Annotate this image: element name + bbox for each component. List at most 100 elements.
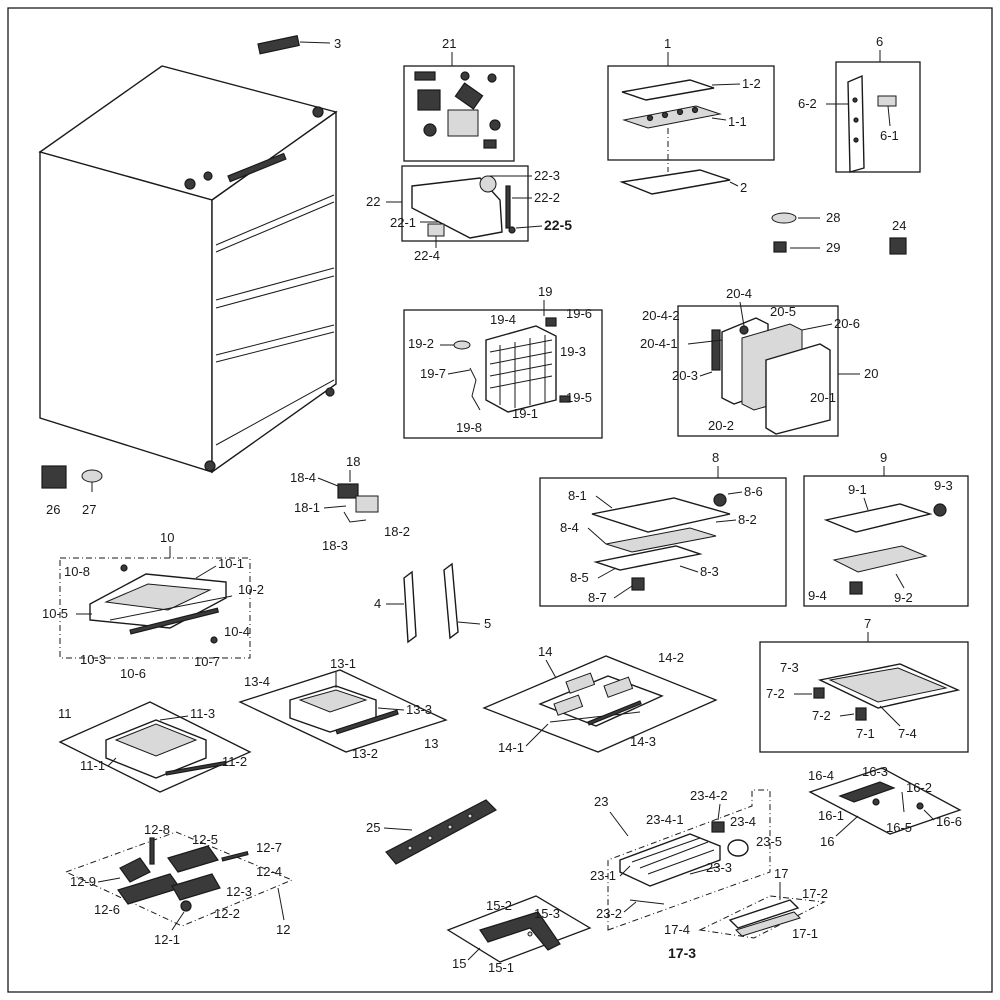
part-1-drawing [619, 79, 731, 195]
part-16-drawing [838, 781, 924, 813]
label-20-6: 20-6 [834, 316, 860, 331]
part-18-drawing [337, 483, 379, 523]
label-23-4-1: 23-4-1 [646, 812, 684, 827]
label-5: 5 [484, 616, 491, 631]
label-8-6: 8-6 [744, 484, 763, 499]
label-23-4-2: 23-4-2 [690, 788, 728, 803]
part-29-drawing [773, 241, 787, 253]
label-14-1: 14-1 [498, 740, 524, 755]
label-15-3: 15-3 [534, 906, 560, 921]
label-12-1: 12-1 [154, 932, 180, 947]
label-12-2: 12-2 [214, 906, 240, 921]
label-15: 15 [452, 956, 466, 971]
label-15-1: 15-1 [488, 960, 514, 975]
label-29: 29 [826, 240, 840, 255]
part-8-drawing [591, 493, 731, 591]
label-10-4: 10-4 [224, 624, 250, 639]
label-22-5: 22-5 [544, 217, 572, 233]
box-17 [698, 895, 826, 939]
part-6-drawing [847, 74, 897, 173]
label-7-2b: 7-2 [812, 708, 831, 723]
label-22-2: 22-2 [534, 190, 560, 205]
label-9-3: 9-3 [934, 478, 953, 493]
box-1 [607, 65, 775, 161]
label-14-3: 14-3 [630, 734, 656, 749]
label-19-8: 19-8 [456, 420, 482, 435]
part-4-drawing [403, 570, 417, 644]
label-6: 6 [876, 34, 883, 49]
label-20-4: 20-4 [726, 286, 752, 301]
label-22-3: 22-3 [534, 168, 560, 183]
part-23-drawing [619, 821, 749, 905]
label-23-2: 23-2 [596, 906, 622, 921]
label-23-1: 23-1 [590, 868, 616, 883]
label-23-4: 23-4 [730, 814, 756, 829]
label-7-3: 7-3 [780, 660, 799, 675]
label-8-1: 8-1 [568, 488, 587, 503]
label-20-5: 20-5 [770, 304, 796, 319]
label-13-3: 13-3 [406, 702, 432, 717]
label-20-1: 20-1 [810, 390, 836, 405]
part-14-drawing [538, 672, 664, 727]
label-8-7: 8-7 [588, 590, 607, 605]
label-27: 27 [82, 502, 96, 517]
label-10-2: 10-2 [238, 582, 264, 597]
label-12: 12 [276, 922, 290, 937]
label-11-3: 11-3 [190, 706, 215, 721]
label-18-1: 18-1 [294, 500, 320, 515]
label-8-4: 8-4 [560, 520, 579, 535]
label-19-2: 19-2 [408, 336, 434, 351]
box-12 [64, 831, 294, 927]
label-13: 13 [424, 736, 438, 751]
label-7-4: 7-4 [898, 726, 917, 741]
label-8-5: 8-5 [570, 570, 589, 585]
label-14: 14 [538, 644, 552, 659]
part-19-drawing [453, 317, 571, 413]
cabinet-drawing [38, 65, 338, 474]
label-1-1: 1-1 [728, 114, 747, 129]
label-13-4: 13-4 [244, 674, 270, 689]
label-18-3: 18-3 [322, 538, 348, 553]
part-22-drawing [411, 175, 516, 239]
label-10: 10 [160, 530, 174, 545]
part-25-drawing [385, 799, 497, 865]
label-23-5: 23-5 [756, 834, 782, 849]
label-19-4: 19-4 [490, 312, 516, 327]
diagram-frame [7, 7, 993, 993]
label-19-5: 19-5 [566, 390, 592, 405]
label-1-2: 1-2 [742, 76, 761, 91]
label-20-3: 20-3 [672, 368, 698, 383]
label-11-1: 11-1 [80, 758, 105, 773]
part-21-drawing [414, 71, 501, 149]
label-10-7: 10-7 [194, 654, 220, 669]
box-9 [803, 475, 969, 607]
label-16-2: 16-2 [906, 780, 932, 795]
label-16-6: 16-6 [936, 814, 962, 829]
box-7 [759, 641, 969, 753]
box-6 [835, 61, 921, 173]
label-23: 23 [594, 794, 608, 809]
label-16: 16 [820, 834, 834, 849]
box-23 [607, 789, 771, 931]
label-16-3: 16-3 [862, 764, 888, 779]
label-22-1: 22-1 [390, 215, 416, 230]
label-17-3: 17-3 [668, 945, 696, 961]
box-19 [403, 309, 603, 439]
label-23-3: 23-3 [706, 860, 732, 875]
part-28-drawing [771, 212, 797, 224]
part-26-drawing [41, 465, 67, 489]
label-11-2: 11-2 [222, 754, 247, 769]
label-12-5: 12-5 [192, 832, 218, 847]
label-10-5: 10-5 [42, 606, 68, 621]
part-10-drawing [89, 564, 233, 644]
label-19-6: 19-6 [566, 306, 592, 321]
label-12-7: 12-7 [256, 840, 282, 855]
label-1: 1 [664, 36, 671, 51]
label-19-1: 19-1 [512, 406, 538, 421]
label-19-7: 19-7 [420, 366, 446, 381]
part-27-drawing [81, 469, 103, 483]
label-26: 26 [46, 502, 60, 517]
label-16-5: 16-5 [886, 820, 912, 835]
box-13 [238, 669, 448, 753]
label-12-4: 12-4 [256, 864, 282, 879]
